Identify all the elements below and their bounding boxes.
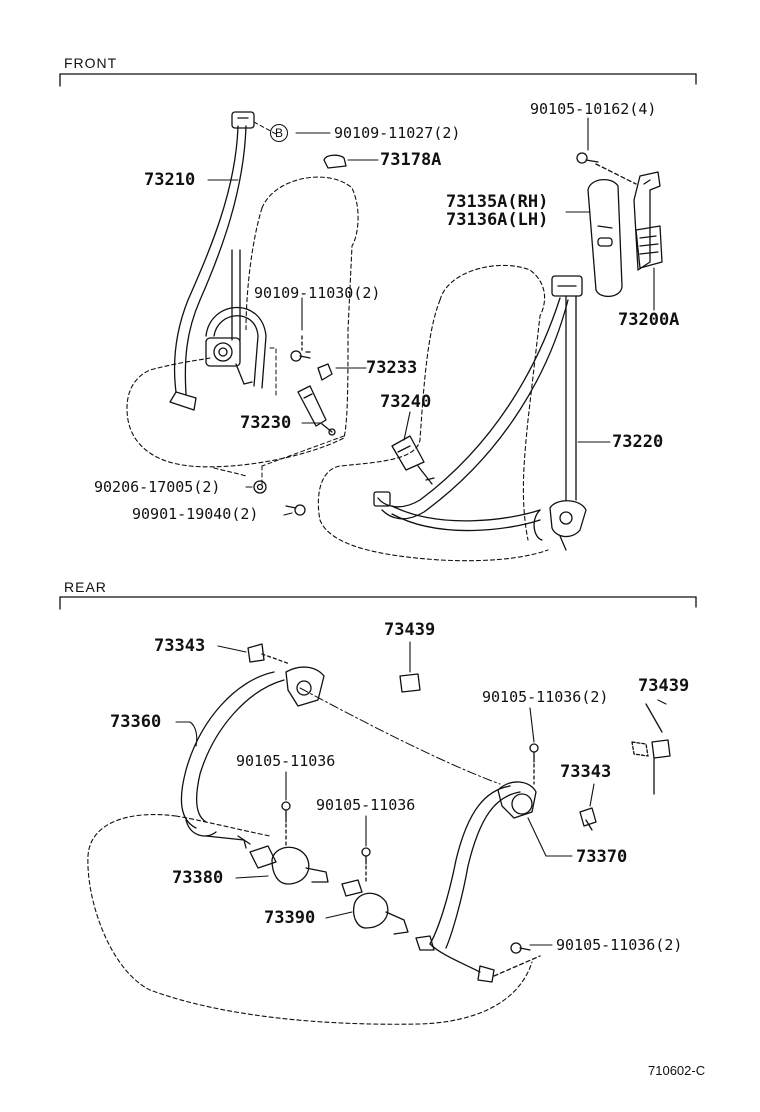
rear-center-bolts [281, 801, 371, 885]
rear-centerline [299, 687, 501, 785]
part-label-90901-19040: 90901-19040(2) [132, 505, 259, 523]
rear-right-bracket [579, 807, 597, 831]
marker-b-circle: B [270, 124, 288, 142]
front-right-seat [317, 264, 549, 562]
rear-section-frame [59, 596, 697, 610]
part-label-73210: 73210 [144, 170, 196, 190]
rear-pad-73439-b [631, 703, 671, 795]
part-label-73343-left: 73343 [154, 636, 206, 656]
front-leader-lines [207, 117, 655, 516]
section-title-front: FRONT [64, 55, 118, 71]
part-label-73240: 73240 [380, 392, 432, 412]
rear-right-lower-bolt [493, 942, 541, 977]
section-title-rear: REAR [64, 579, 107, 595]
part-label-90105-10162: 90105-10162(4) [530, 100, 657, 118]
part-label-73370: 73370 [576, 847, 628, 867]
part-label-90105-11036-center: 90105-11036 [316, 796, 416, 814]
rear-seat-cushion [87, 813, 533, 1025]
part-label-73360: 73360 [110, 712, 162, 732]
rear-left-bracket [247, 643, 291, 665]
front-left-buckle [297, 385, 336, 436]
part-label-90109-11027: 90109-11027(2) [334, 124, 461, 142]
front-left-belt [169, 111, 255, 411]
rear-pad-73439-a [399, 673, 421, 693]
part-label-90109-11030: 90109-11030(2) [254, 284, 381, 302]
part-label-73233: 73233 [366, 358, 418, 378]
front-right-buckle [391, 435, 435, 485]
part-label-73135A: 73135A(RH) [446, 192, 549, 212]
rear-buckle-73390 [341, 879, 409, 935]
rear-buckle-73380 [249, 845, 329, 885]
shoulder-adjuster [633, 171, 663, 271]
anchor-cover-73178A [323, 154, 347, 169]
part-label-73380: 73380 [172, 868, 224, 888]
part-label-73200A: 73200A [618, 310, 680, 330]
part-label-73178A: 73178A [380, 150, 442, 170]
front-left-retractor [205, 306, 267, 389]
rear-right-belt [415, 781, 537, 983]
front-right-bolt [576, 152, 637, 185]
part-label-73390: 73390 [264, 908, 316, 928]
rear-right-upper-bolt [529, 743, 539, 785]
front-section-frame [59, 73, 697, 87]
part-label-90105-11036-2-upper: 90105-11036(2) [482, 688, 609, 706]
part-label-90105-11036-left: 90105-11036 [236, 752, 336, 770]
front-left-washer-bolt [253, 480, 306, 516]
part-label-73439-top: 73439 [384, 620, 436, 640]
diagram-reference-code: 710602-C [648, 1063, 706, 1078]
rear-leader-lines [175, 641, 667, 946]
front-cover-73233 [317, 363, 333, 381]
part-label-73343-right: 73343 [560, 762, 612, 782]
part-label-73230: 73230 [240, 413, 292, 433]
front-right-belt [373, 275, 587, 551]
part-label-73220: 73220 [612, 432, 664, 452]
front-left-seat [126, 176, 359, 477]
front-left-bolt [290, 335, 311, 362]
part-label-90206-17005: 90206-17005(2) [94, 478, 221, 496]
part-label-73439-right: 73439 [638, 676, 690, 696]
part-label-73136A: 73136A(LH) [446, 210, 549, 230]
part-label-90105-11036-2-lower: 90105-11036(2) [556, 936, 683, 954]
rear-left-belt [180, 666, 325, 849]
pillar-garnish [587, 179, 623, 297]
